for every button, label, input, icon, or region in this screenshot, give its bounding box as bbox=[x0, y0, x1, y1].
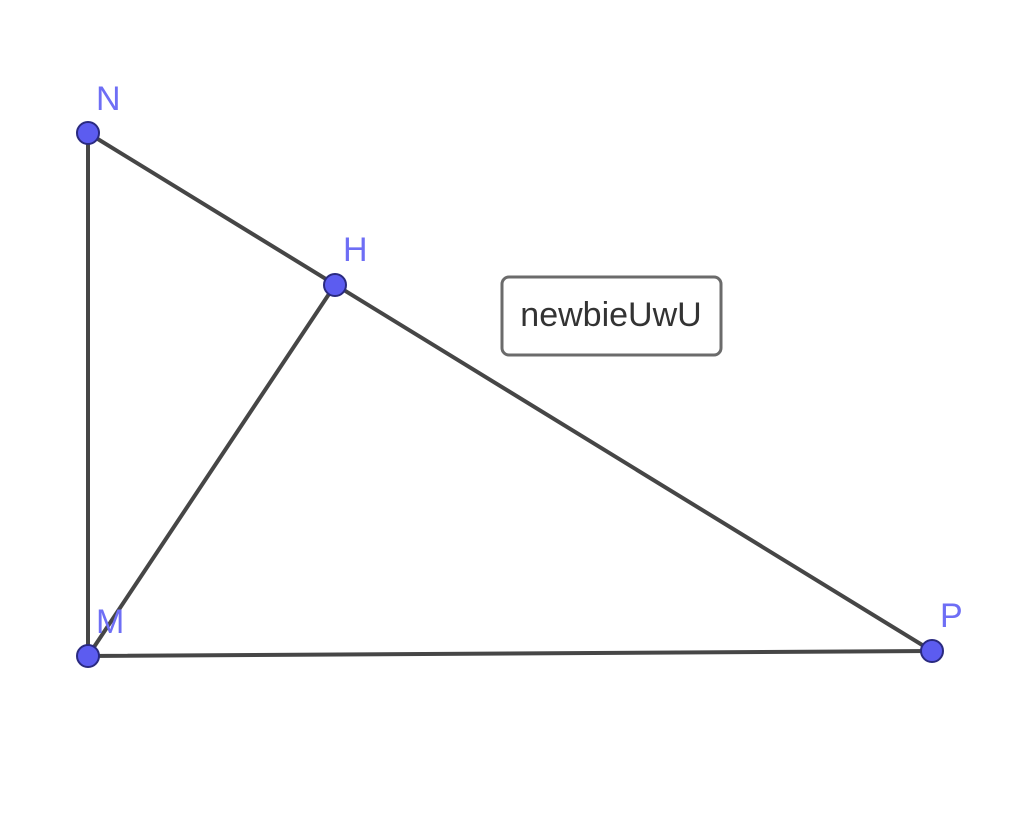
points-layer bbox=[76, 121, 944, 668]
segments-layer bbox=[86, 131, 934, 658]
point-label-p: P bbox=[940, 597, 963, 635]
point-label-m: M bbox=[96, 603, 124, 641]
point-h[interactable] bbox=[323, 273, 347, 297]
caption-text: newbieUwU bbox=[520, 296, 701, 334]
point-label-n: N bbox=[96, 80, 121, 118]
point-n[interactable] bbox=[76, 121, 100, 145]
caption-box[interactable]: newbieUwU bbox=[500, 275, 723, 357]
segment-mp[interactable] bbox=[86, 649, 934, 658]
point-m[interactable] bbox=[76, 644, 100, 668]
point-label-h: H bbox=[343, 231, 368, 269]
labels-layer: N H M P bbox=[96, 80, 963, 641]
segment-mh[interactable] bbox=[86, 283, 337, 658]
segment-np[interactable] bbox=[86, 131, 934, 653]
point-p[interactable] bbox=[920, 639, 944, 663]
caption-frame bbox=[500, 275, 723, 357]
